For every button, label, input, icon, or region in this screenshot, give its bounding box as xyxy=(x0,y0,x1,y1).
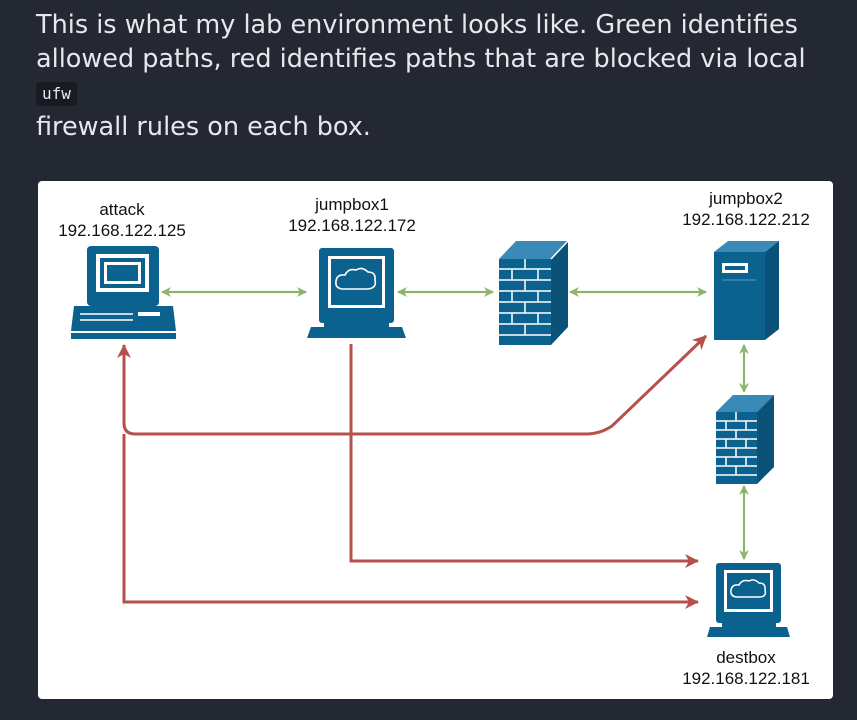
destbox-name: destbox xyxy=(716,648,776,667)
terminal-icon xyxy=(707,563,790,637)
attack-label: attack 192.168.122.125 xyxy=(42,199,202,241)
post-line-2-text: allowed paths, red identifies paths that… xyxy=(36,44,806,74)
post-text: This is what my lab environment looks li… xyxy=(36,8,836,144)
attack-name: attack xyxy=(99,200,145,219)
blocked-path-attack-to-destbox xyxy=(122,434,699,609)
blocked-paths xyxy=(117,334,708,609)
jumpbox1-label: jumpbox1 192.168.122.172 xyxy=(272,194,432,236)
inline-code: ufw xyxy=(36,82,77,106)
destbox-ip: 192.168.122.181 xyxy=(682,669,810,688)
allowed-paths xyxy=(161,287,749,560)
firewall-icon xyxy=(716,395,774,484)
jumpbox2-name: jumpbox2 xyxy=(709,189,783,208)
firewall-icon xyxy=(499,240,569,345)
post-line-1: This is what my lab environment looks li… xyxy=(36,10,798,40)
jumpbox1-name: jumpbox1 xyxy=(315,195,389,214)
network-diagram: attack 192.168.122.125 jumpbox1 192.168.… xyxy=(38,181,833,699)
blocked-path-jumpbox1-to-destbox xyxy=(349,344,699,568)
jumpbox1-ip: 192.168.122.172 xyxy=(288,216,416,235)
blocked-path-jumpbox2-to-attack xyxy=(117,334,708,436)
post-line-2: allowed paths, red identifies paths that… xyxy=(36,42,836,110)
jumpbox2-ip: 192.168.122.212 xyxy=(682,210,810,229)
diagram-canvas xyxy=(71,240,790,637)
workstation-icon xyxy=(71,246,176,339)
terminal-icon xyxy=(307,248,406,338)
post-line-3: firewall rules on each box. xyxy=(36,112,371,142)
destbox-label: destbox 192.168.122.181 xyxy=(666,647,826,689)
server-icon xyxy=(714,241,779,340)
attack-ip: 192.168.122.125 xyxy=(58,221,186,240)
jumpbox2-label: jumpbox2 192.168.122.212 xyxy=(666,188,826,230)
